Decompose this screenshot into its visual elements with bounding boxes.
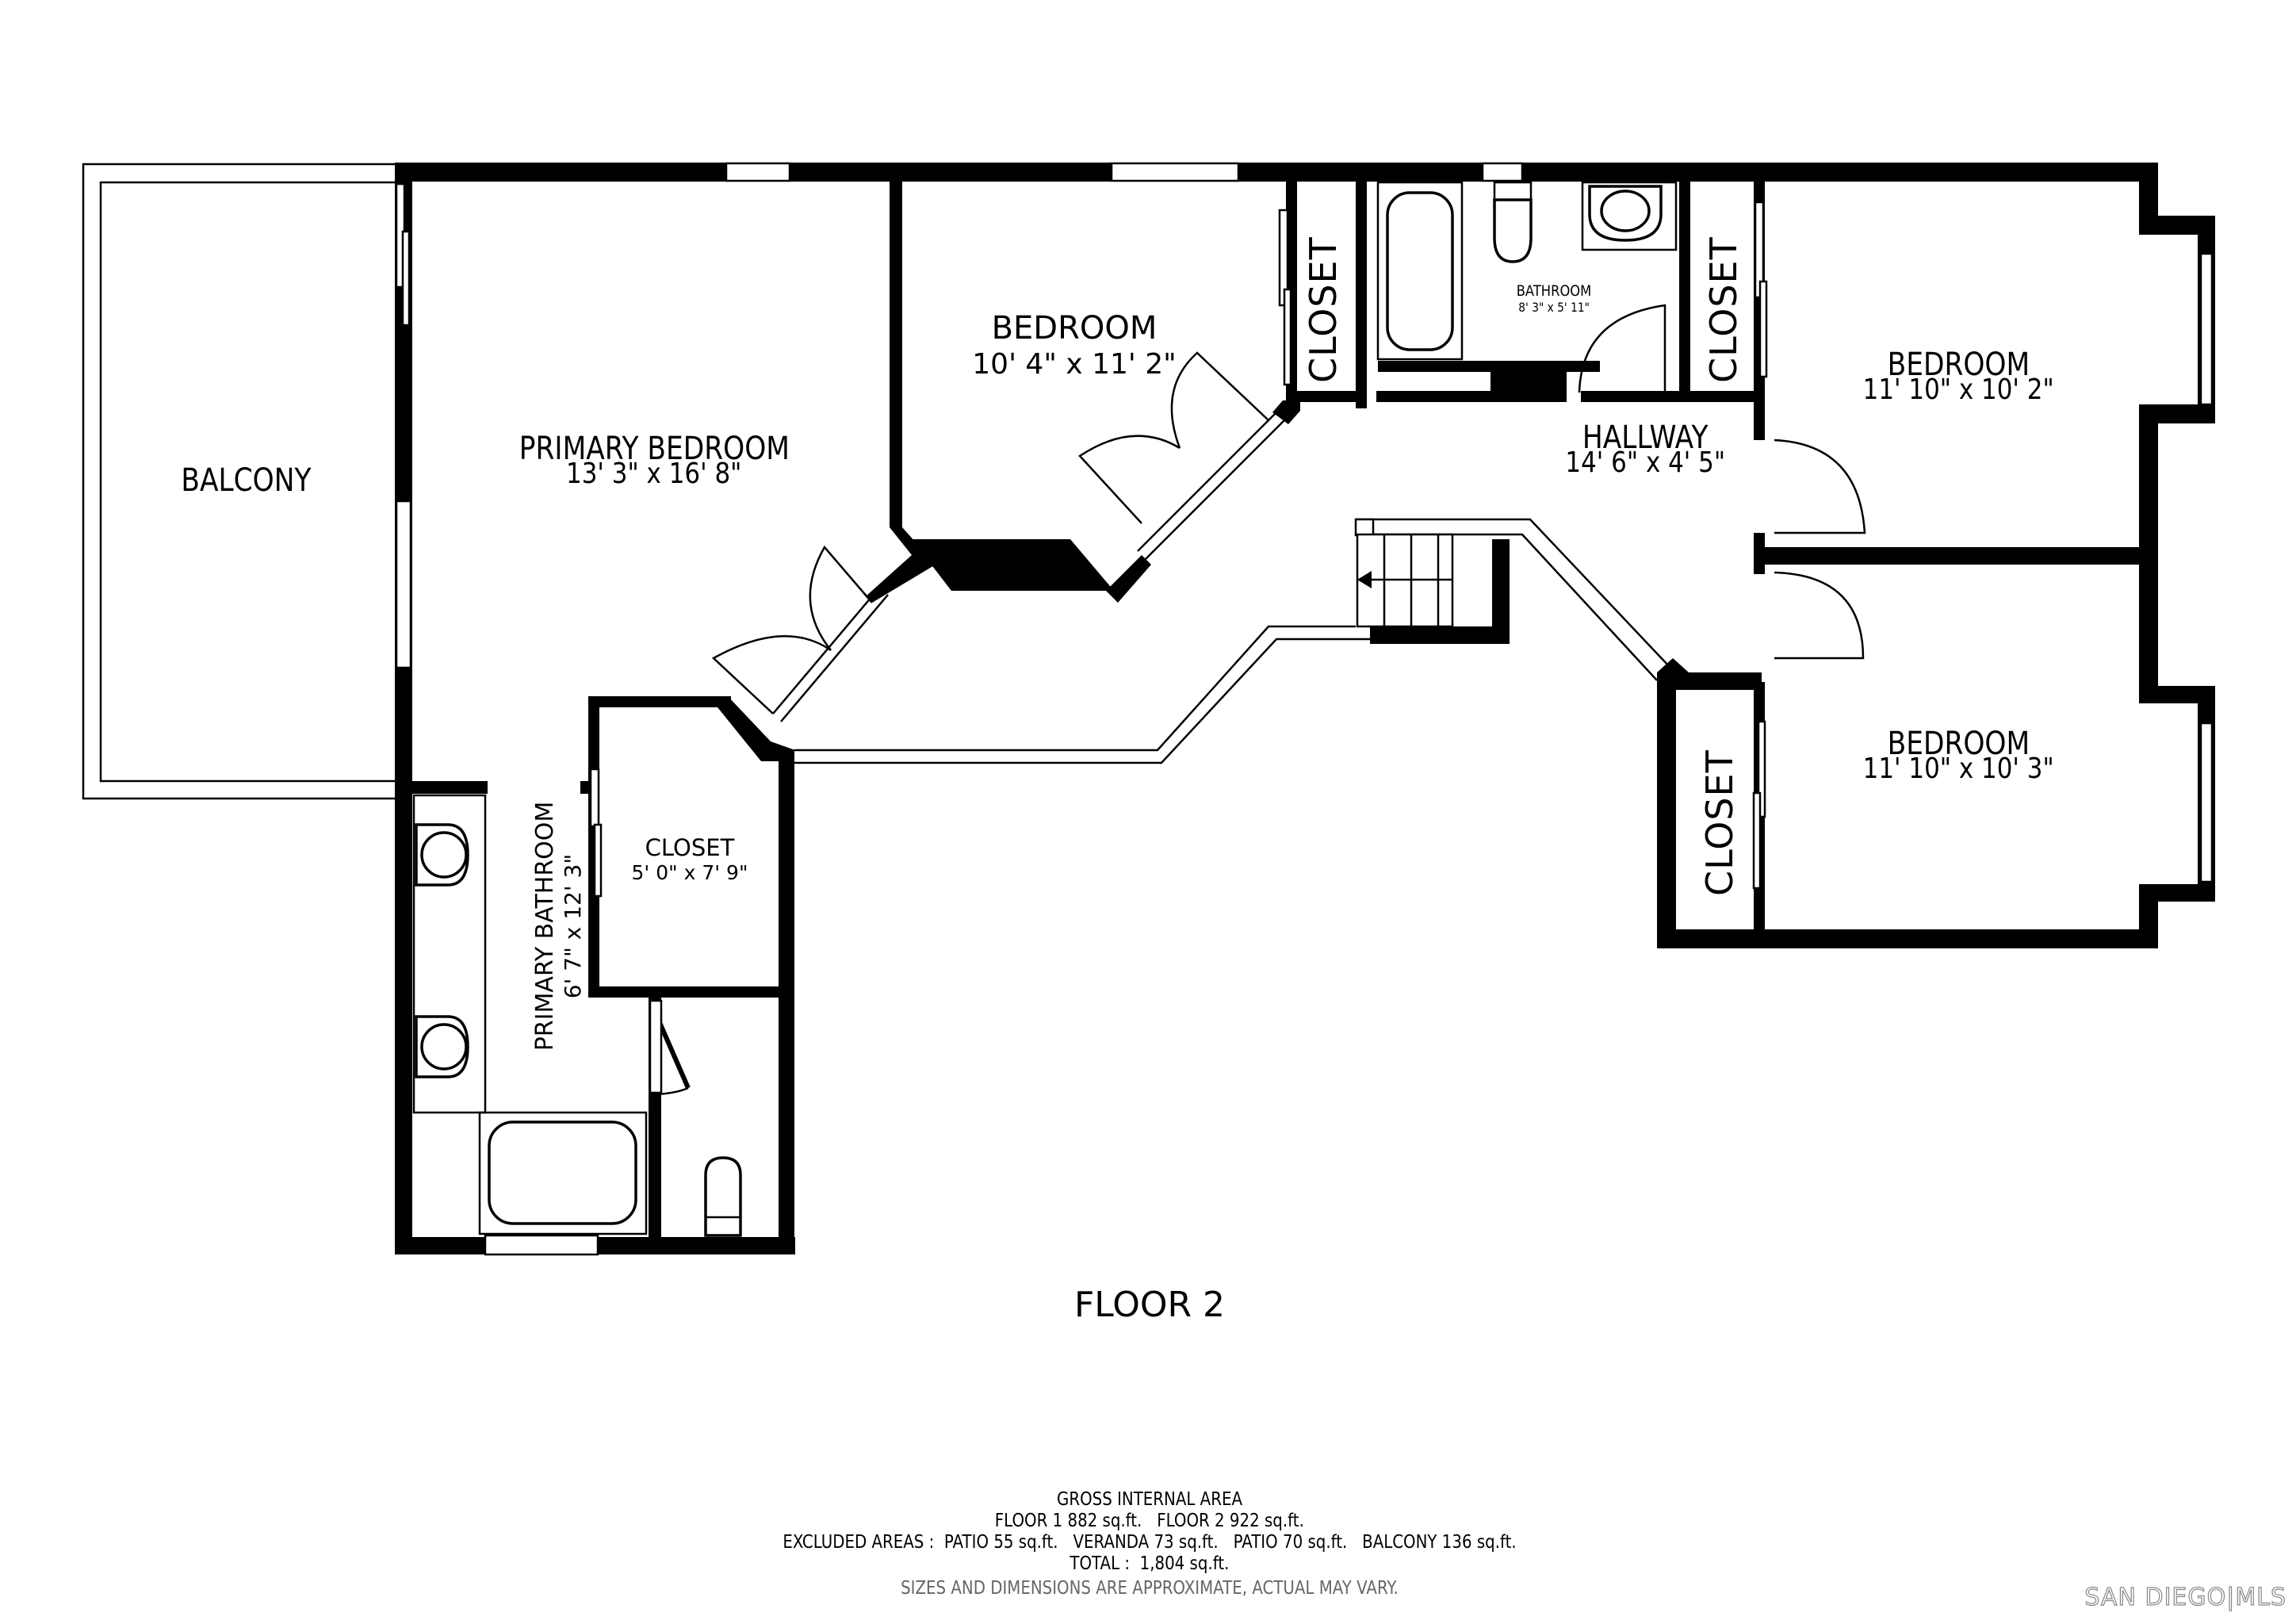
- area-summary: GROSS INTERNAL AREA FLOOR 1 882 sq.ft. F…: [555, 1489, 1744, 1599]
- summary-heading: GROSS INTERNAL AREA: [1057, 1489, 1242, 1510]
- room-dimensions: 8' 3" x 5' 11": [1518, 300, 1590, 315]
- windows-left: [395, 182, 412, 669]
- room-label-closet-c: CLOSET: [1698, 749, 1741, 896]
- room-dimensions: 5' 0" x 7' 9": [631, 861, 748, 884]
- stairs: [1356, 533, 1454, 628]
- room-label-closet-a: CLOSET: [1302, 236, 1345, 383]
- room-label-bedroom-1: BEDROOM 10' 4" x 11' 2": [936, 309, 1213, 382]
- room-name: CLOSET: [645, 834, 735, 861]
- room-name: BEDROOM: [1887, 726, 2030, 762]
- san-diego-mls-logo: SAN DIEGO|MLS: [2084, 1583, 2286, 1611]
- room-dimensions: 11' 10" x 10' 3": [1862, 753, 2054, 785]
- room-name: PRIMARY BEDROOM: [519, 431, 790, 467]
- room-name: BALCONY: [180, 462, 312, 499]
- room-label-primary-bedroom: PRIMARY BEDROOM 13' 3" x 16' 8": [444, 430, 864, 492]
- room-label-bedroom-2: BEDROOM 11' 10" x 10' 2": [1816, 346, 2101, 408]
- room-label-bathroom: BATHROOM 8' 3" x 5' 11": [1475, 282, 1633, 315]
- summary-excluded: EXCLUDED AREAS : PATIO 55 sq.ft. VERANDA…: [783, 1532, 1517, 1553]
- room-name: BEDROOM: [1887, 347, 2030, 383]
- hallway-lines: [772, 412, 1670, 764]
- room-name: HALLWAY: [1582, 419, 1709, 456]
- sliding-doors: [589, 201, 2214, 898]
- summary-disclaimer: SIZES AND DIMENSIONS ARE APPROXIMATE, AC…: [901, 1578, 1399, 1599]
- door-swings: [649, 304, 1866, 1096]
- room-label-primary-closet: CLOSET 5' 0" x 7' 9": [610, 834, 769, 885]
- room-dimensions: 14' 6" x 4' 5": [1565, 446, 1725, 479]
- room-label-balcony: BALCONY: [143, 462, 349, 500]
- room-dimensions: 6' 7" x 12' 3": [560, 853, 586, 999]
- summary-floors: FLOOR 1 882 sq.ft. FLOOR 2 922 sq.ft.: [994, 1511, 1305, 1531]
- room-name: PRIMARY BATHROOM: [531, 801, 559, 1051]
- room-dimensions: 13' 3" x 16' 8": [566, 458, 742, 490]
- room-label-hallway: HALLWAY 14' 6" x 4' 5": [1522, 419, 1768, 481]
- room-dimensions: 11' 10" x 10' 2": [1862, 373, 2054, 406]
- room-name: BATHROOM: [1516, 282, 1592, 300]
- room-name: BEDROOM: [991, 310, 1158, 347]
- room-dimensions: 10' 4" x 11' 2": [972, 348, 1177, 381]
- summary-total: TOTAL : 1,804 sq.ft.: [1070, 1553, 1230, 1574]
- fixtures: [412, 181, 1678, 1237]
- room-label-bedroom-3: BEDROOM 11' 10" x 10' 3": [1816, 725, 2101, 787]
- room-label-closet-b: CLOSET: [1702, 236, 1745, 383]
- floor-title: FLOOR 2: [1073, 1285, 1226, 1325]
- room-label-primary-bathroom: PRIMARY BATHROOM 6' 7" x 12' 3": [531, 791, 595, 1061]
